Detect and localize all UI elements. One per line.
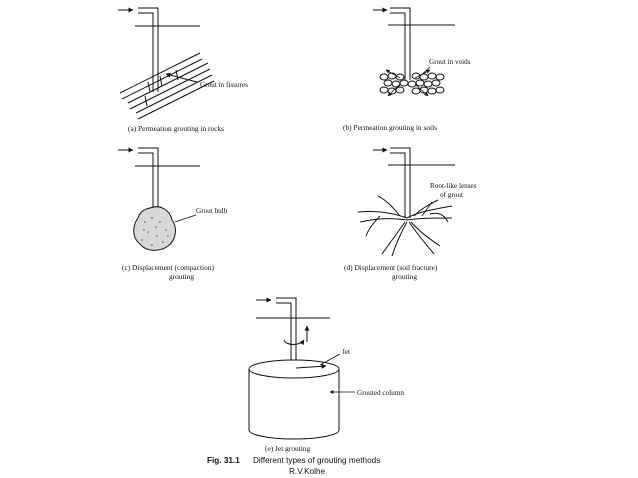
grout-in-fissures-leader bbox=[165, 72, 198, 83]
panel-e-caption: (e) Jet grouting bbox=[265, 444, 310, 453]
grout-pipe bbox=[138, 7, 159, 92]
panel-a: Grout in fissures (a) Permeation groutin… bbox=[118, 7, 248, 133]
panel-e: Jet Grouted column (e) Jet grouting bbox=[248, 297, 404, 453]
grout-pipe bbox=[276, 297, 297, 370]
root-lenses-label-line2: of grout bbox=[440, 191, 463, 199]
soil-voids bbox=[379, 72, 445, 95]
grout-in-voids-leader bbox=[419, 66, 431, 77]
rotation-arrow bbox=[283, 339, 305, 346]
panel-b: Grout in voids (b) Permeation grouting i… bbox=[343, 7, 471, 132]
grout-bulb-texture bbox=[141, 217, 169, 246]
panel-d-caption-line1: (d) Displacement (soil fracture) bbox=[344, 263, 438, 272]
root-like-lenses bbox=[357, 195, 453, 257]
panel-d-caption-line2: grouting bbox=[392, 272, 417, 281]
grout-pipe bbox=[138, 147, 159, 210]
grouted-column bbox=[248, 359, 340, 440]
grout-spread-arrows bbox=[385, 69, 431, 97]
grouted-column-label: Grouted column bbox=[357, 389, 404, 397]
grout-in-voids-label: Grout in voids bbox=[429, 58, 471, 66]
grout-bulb-label: Grout bulb bbox=[196, 207, 228, 215]
rock-fissures bbox=[119, 52, 215, 120]
jet-stream bbox=[295, 363, 327, 369]
panel-c: Grout bulb (c) Displacement (compaction)… bbox=[118, 147, 228, 281]
panel-a-caption: (a) Permeation grouting in rocks bbox=[128, 124, 224, 133]
grout-bulb-leader bbox=[174, 214, 197, 223]
grout-bulb bbox=[133, 206, 176, 251]
figure-number: Fig. 31.1 bbox=[207, 456, 240, 465]
grout-pipe bbox=[390, 7, 411, 80]
root-lenses-leader bbox=[421, 201, 433, 217]
figure-title: Different types of grouting methods bbox=[253, 456, 380, 465]
jet-leader bbox=[319, 353, 341, 366]
figure-caption: Fig. 31.1 Different types of grouting me… bbox=[207, 456, 380, 476]
author-credit: R.V.Kolhe bbox=[289, 467, 326, 476]
panel-c-caption-line2: grouting bbox=[169, 272, 194, 281]
panel-c-caption-line1: (c) Displacement (compaction) bbox=[122, 263, 214, 272]
panel-d: Root-like lenses of grout (d) Displaceme… bbox=[344, 147, 477, 281]
jet-label: Jet bbox=[342, 348, 350, 356]
grout-pipe bbox=[390, 147, 411, 218]
root-lenses-label-line1: Root-like lenses bbox=[430, 182, 477, 190]
panel-b-caption: (b) Permeation grouting in soils bbox=[343, 123, 437, 132]
grout-in-fissures-label: Grout in fissures bbox=[200, 81, 248, 89]
